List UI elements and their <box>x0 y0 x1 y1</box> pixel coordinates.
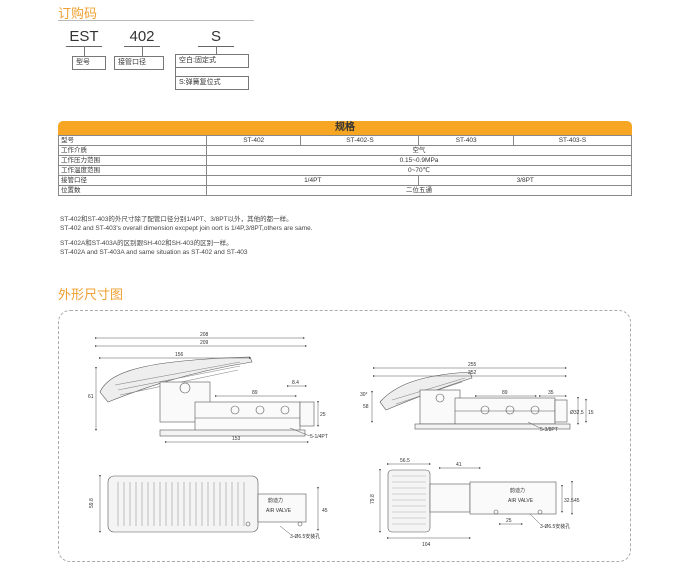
dim-30deg: 30° <box>360 392 368 398</box>
dim-89: 89 <box>252 390 258 396</box>
base-plate <box>159 429 306 437</box>
port-circle <box>280 405 290 415</box>
port-circle <box>505 405 515 415</box>
pivot-block-top <box>429 483 471 513</box>
left-top-view <box>107 475 307 533</box>
ordering-title: 订购码 <box>58 6 98 21</box>
pedal-lever <box>99 356 253 403</box>
dim-32-5: Ø32.5 <box>570 410 584 416</box>
end-cap <box>299 401 315 427</box>
dimensions-title: 外形尺寸图 <box>58 287 124 302</box>
spec-title: 规格 <box>58 121 632 135</box>
note-line: ST-402和ST-403的外尺寸除了配管口径分别1/4PT、3/8PT以外，其… <box>60 216 293 223</box>
valve-body-top <box>469 481 557 515</box>
dim-port: 5-3/8PT <box>540 427 558 433</box>
right-side-dims <box>371 367 587 429</box>
code-model: EST <box>69 28 99 45</box>
dim-104: 104 <box>422 542 431 548</box>
dim-25: 25 <box>506 518 512 524</box>
option-fixed-box: 空白:固定式 <box>175 54 249 68</box>
note-line: ST-402A and ST-403A and same situation a… <box>60 249 248 256</box>
code-type-connector <box>216 46 217 54</box>
dim-89: 89 <box>502 390 508 396</box>
dim-15: 15 <box>588 410 594 416</box>
mount-hole <box>297 521 303 527</box>
dim-208: 208 <box>200 332 209 338</box>
left-top-dims <box>99 475 319 535</box>
dim-56-5: 56.5 <box>400 458 410 464</box>
pedal-ridges <box>117 482 245 526</box>
dim-59-8: 59.8 <box>89 498 95 508</box>
pivot-circle <box>179 382 191 394</box>
mount-hole <box>493 509 499 515</box>
valve-label-cn: 韵迪力 <box>268 497 283 504</box>
mount-hole-label: 3-Ø6.5安装孔 <box>290 533 320 540</box>
dim-209: 209 <box>200 340 209 346</box>
dim-79-8: 79.8 <box>370 494 376 504</box>
ordering-rule <box>58 20 254 21</box>
pedal-plate <box>387 469 431 533</box>
pedal-ridges <box>392 475 426 525</box>
valve-label-en: AIR VALVE <box>508 498 534 504</box>
valve-label-en: AIR VALVE <box>266 508 292 514</box>
table-row: 位置数 二位五通 <box>58 185 632 196</box>
right-side-view <box>379 371 571 430</box>
dim-252: 252 <box>468 370 477 376</box>
valve-body <box>194 401 301 433</box>
note-line: ST-402 and ST-403's overall dimension ex… <box>60 225 313 232</box>
dim-45: 45 <box>322 508 328 514</box>
dim-45: 45 <box>574 498 580 504</box>
dim-255: 255 <box>468 362 477 368</box>
dim-61: 61 <box>88 394 94 400</box>
right-top-view <box>387 469 557 533</box>
spec-section: 规格 型号 ST-402 ST-402-S ST-403 ST-403-S 工作… <box>58 121 633 196</box>
base-plate <box>414 423 571 430</box>
dim-32-5: 32.5 <box>564 498 574 504</box>
label-port-box: 接管口径 <box>114 56 164 70</box>
left-side-view <box>99 356 315 437</box>
dim-41: 41 <box>456 462 462 468</box>
pivot-circle <box>435 393 445 403</box>
code-model-connector <box>84 46 85 56</box>
port-circle <box>480 405 490 415</box>
drawing-frame <box>58 310 631 562</box>
spec-cell: 二位五通 <box>206 185 632 196</box>
dim-58: 58 <box>363 404 369 410</box>
dim-35: 35 <box>548 390 554 396</box>
code-port-connector <box>142 46 143 56</box>
code-type: S <box>210 28 221 45</box>
mount-hole <box>245 521 251 527</box>
pedal-plate <box>107 475 259 533</box>
dim-25: 25 <box>320 412 326 418</box>
end-cap <box>554 399 568 423</box>
valve-body-top <box>257 493 307 523</box>
code-port: 402 <box>129 28 155 45</box>
spec-table: 型号 ST-402 ST-402-S ST-403 ST-403-S 工作介质 … <box>58 135 633 196</box>
right-top-dims <box>379 463 573 539</box>
pedal-pivot-block <box>419 389 461 425</box>
dim-156: 156 <box>175 352 184 358</box>
valve-label-cn: 韵迪力 <box>510 487 525 494</box>
label-model-box: 型号 <box>72 56 106 70</box>
mount-hole-label: 3-Ø6.5安装孔 <box>540 523 570 530</box>
port-circle <box>230 405 240 415</box>
option-spring-box: S:弹簧复位式 <box>175 76 249 90</box>
dim-8-4: 8.4 <box>292 380 299 386</box>
mount-hole <box>537 509 543 515</box>
note-line: ST-402A和ST-403A的区别跟SH-402和SH-403的区别一样。 <box>60 240 233 247</box>
dim-153: 153 <box>232 436 241 442</box>
port-circle <box>530 405 540 415</box>
left-side-dims <box>95 337 319 443</box>
port-circle <box>255 405 265 415</box>
dim-port: 5-1/4PT <box>310 434 328 440</box>
